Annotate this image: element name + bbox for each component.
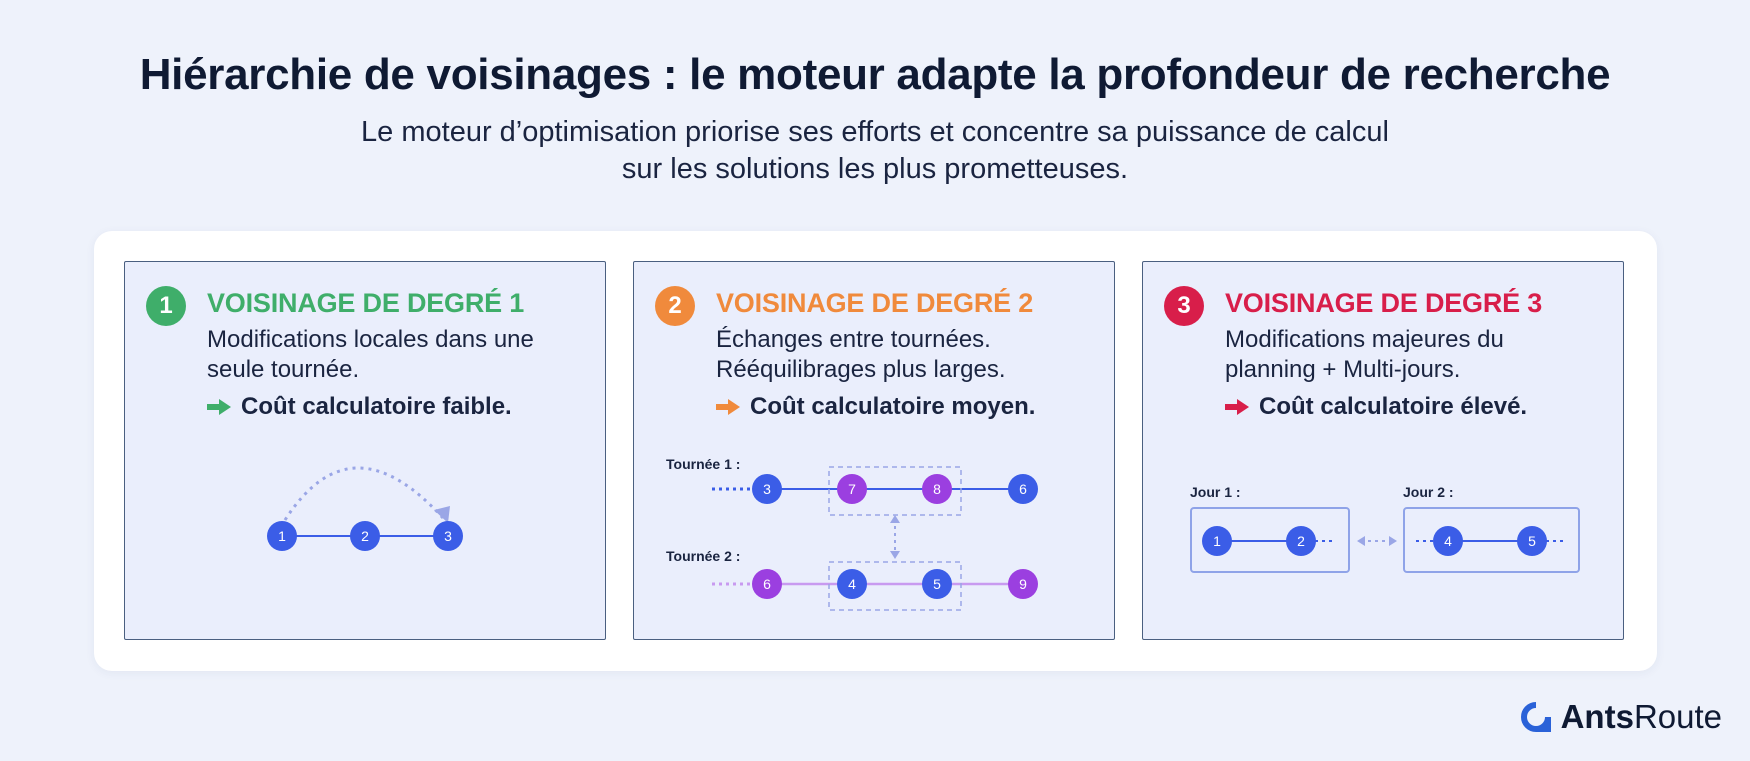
card-description: Modifications majeures du planning + Mul… bbox=[1225, 325, 1605, 385]
route-node: 2 bbox=[1286, 526, 1316, 556]
desc-line-1: Modifications locales dans une bbox=[207, 326, 534, 353]
badge-number: 2 bbox=[655, 286, 695, 326]
svg-text:4: 4 bbox=[1444, 533, 1452, 549]
svg-text:3: 3 bbox=[444, 528, 452, 544]
route-node: 6 bbox=[752, 569, 782, 599]
cost-text: Coût calculatoire moyen. bbox=[750, 393, 1036, 420]
day-2-label: Jour 2 : bbox=[1403, 484, 1454, 500]
route-node: 2 bbox=[350, 521, 380, 551]
logo-text-bold: Ants bbox=[1560, 698, 1634, 735]
route-node: 3 bbox=[752, 474, 782, 504]
svg-text:3: 3 bbox=[763, 481, 771, 497]
subtitle-line-1: Le moteur d’optimisation priorise ses ef… bbox=[361, 116, 1389, 148]
route-2-label: Tournée 2 : bbox=[666, 548, 740, 564]
svg-text:9: 9 bbox=[1019, 576, 1027, 592]
route-node: 5 bbox=[922, 569, 952, 599]
svg-text:6: 6 bbox=[763, 576, 771, 592]
card-degree-1: 1 VOISINAGE DE DEGRÉ 1 Modifications loc… bbox=[124, 261, 606, 640]
card-description: Échanges entre tournées. Rééquilibrages … bbox=[716, 325, 1096, 385]
card-description: Modifications locales dans une seule tou… bbox=[207, 325, 587, 385]
desc-line-2: planning + Multi-jours. bbox=[1225, 356, 1461, 383]
page-title: Hiérarchie de voisinages : le moteur ada… bbox=[139, 50, 1611, 99]
badge-number: 1 bbox=[146, 286, 186, 326]
svg-text:8: 8 bbox=[933, 481, 941, 497]
svg-text:4: 4 bbox=[848, 576, 856, 592]
degree-1-diagram: 1 2 3 bbox=[267, 466, 463, 551]
route-1-label: Tournée 1 : bbox=[666, 456, 740, 472]
route-node: 7 bbox=[837, 474, 867, 504]
route-node: 8 bbox=[922, 474, 952, 504]
move-arc bbox=[283, 466, 445, 521]
arrow-right-small-icon bbox=[1389, 536, 1397, 546]
degree-3-diagram: Jour 1 : 1 2 Jour 2 : 4 5 bbox=[1190, 484, 1580, 573]
route-node: 1 bbox=[267, 521, 297, 551]
arc-arrowhead bbox=[434, 506, 450, 523]
page-subtitle: Le moteur d’optimisation priorise ses ef… bbox=[0, 114, 1750, 188]
svg-text:5: 5 bbox=[933, 576, 941, 592]
desc-line-2: seule tournée. bbox=[207, 356, 360, 383]
svg-text:2: 2 bbox=[1297, 533, 1305, 549]
card-heading: VOISINAGE DE DEGRÉ 2 bbox=[716, 288, 1034, 318]
route-node: 4 bbox=[1433, 526, 1463, 556]
logo-text-regular: Route bbox=[1633, 698, 1722, 735]
cost-line: Coût calculatoire moyen. bbox=[716, 393, 1035, 421]
degree-2-diagram: Tournée 1 : 3 7 8 6 Tournée 2 : 6 4 5 9 bbox=[666, 456, 1038, 611]
cost-line: Coût calculatoire faible. bbox=[207, 393, 512, 421]
day-1-label: Jour 1 : bbox=[1190, 484, 1241, 500]
svg-text:1: 1 bbox=[278, 528, 286, 544]
svg-text:5: 5 bbox=[1528, 533, 1536, 549]
antsroute-logo-icon bbox=[1520, 702, 1551, 732]
svg-text:2: 2 bbox=[361, 528, 369, 544]
arrow-right-icon bbox=[207, 399, 231, 415]
route-node: 4 bbox=[837, 569, 867, 599]
route-node: 6 bbox=[1008, 474, 1038, 504]
desc-line-1: Modifications majeures du bbox=[1225, 326, 1504, 353]
card-degree-3: 3 VOISINAGE DE DEGRÉ 3 Modifications maj… bbox=[1142, 261, 1624, 640]
route-node: 5 bbox=[1517, 526, 1547, 556]
cost-text: Coût calculatoire élevé. bbox=[1259, 393, 1528, 420]
svg-text:7: 7 bbox=[848, 481, 856, 497]
badge-number: 3 bbox=[1164, 286, 1204, 326]
route-node: 9 bbox=[1008, 569, 1038, 599]
swap-arrow-down-icon bbox=[890, 551, 900, 559]
card-degree-2: 2 VOISINAGE DE DEGRÉ 2 Échanges entre to… bbox=[633, 261, 1115, 640]
swap-box-bottom bbox=[828, 561, 962, 611]
subtitle-line-2: sur les solutions les plus prometteuses. bbox=[621, 153, 1129, 185]
arrow-left-icon bbox=[1357, 536, 1365, 546]
svg-text:1: 1 bbox=[1213, 533, 1221, 549]
route-node: 1 bbox=[1202, 526, 1232, 556]
arrow-right-icon bbox=[716, 399, 740, 415]
svg-text:6: 6 bbox=[1019, 481, 1027, 497]
route-node: 3 bbox=[433, 521, 463, 551]
cost-text: Coût calculatoire faible. bbox=[241, 393, 512, 420]
card-heading: VOISINAGE DE DEGRÉ 3 bbox=[1225, 288, 1543, 318]
cost-line: Coût calculatoire élevé. bbox=[1225, 393, 1527, 421]
swap-arrow-up-icon bbox=[890, 515, 900, 523]
arrow-right-icon bbox=[1225, 399, 1249, 415]
card-heading: VOISINAGE DE DEGRÉ 1 bbox=[207, 288, 525, 318]
desc-line-1: Échanges entre tournées. bbox=[716, 326, 991, 353]
desc-line-2: Rééquilibrages plus larges. bbox=[716, 356, 1006, 383]
